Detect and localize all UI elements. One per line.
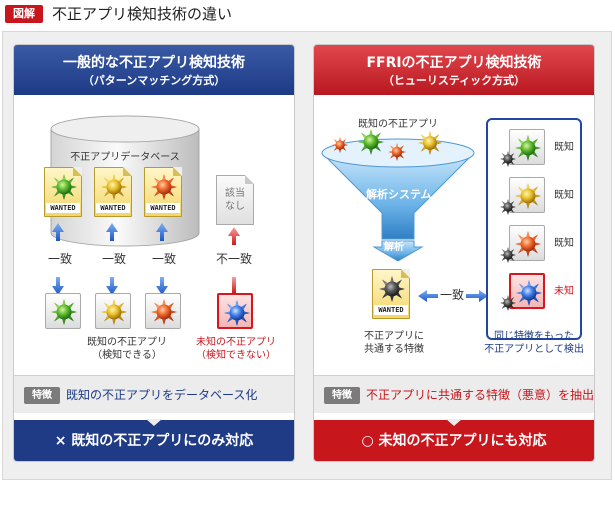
wanted-poster-green: WANTED — [44, 167, 82, 217]
virus-green-icon — [358, 129, 384, 155]
known-app-green — [45, 293, 81, 329]
virus-green-icon — [51, 174, 77, 200]
no-match-text: 該当なし — [225, 188, 245, 212]
right-footer: ○ 未知の不正アプリにも対応 — [314, 419, 594, 461]
feature-tag: 特徴 — [324, 387, 360, 404]
right-panel-subtitle: （ヒューリスティック方式） — [382, 74, 526, 87]
match-label-3: 一致 — [152, 252, 177, 266]
virus-yellow-icon — [101, 174, 127, 200]
known-label-2: 既知 — [554, 190, 574, 201]
virus-orange-icon — [388, 143, 406, 161]
nomatch-label: 不一致 — [216, 252, 253, 266]
unknown-app-blue — [217, 293, 253, 329]
virus-dark-icon — [379, 276, 405, 302]
virus-yellow-icon — [101, 299, 127, 325]
figure-badge: 図解 — [5, 5, 43, 23]
known-label-3: 既知 — [554, 238, 574, 249]
right-match-label: 一致 — [438, 288, 467, 302]
virus-yellow-icon — [418, 131, 442, 155]
known-app-yellow — [95, 293, 131, 329]
virus-dark-icon — [500, 295, 516, 311]
known-app-orange — [145, 293, 181, 329]
no-match-document: 該当なし — [216, 175, 254, 225]
known-apps-label: 既知の不正アプリ — [358, 119, 438, 130]
left-panel-subtitle: （パターンマッチング方式） — [82, 74, 226, 87]
figure-title: 不正アプリ検知技術の違い — [52, 5, 233, 23]
virus-orange-icon — [151, 174, 177, 200]
feature-text: 既知の不正アプリをデータベース化 — [66, 388, 258, 402]
pattern-matching-panel: 一般的な不正アプリ検知技術 （パターンマッチング方式） 不正アプリデータベース … — [13, 44, 295, 462]
wanted-poster-yellow: WANTED — [94, 167, 132, 217]
analysis-label: 解析 — [384, 242, 404, 253]
unknown-caption: 未知の不正アプリ（検知できない） — [196, 337, 276, 361]
heuristic-panel: FFRIの不正アプリ検知技術 （ヒューリスティック方式） 既知の不正アプリ 解析… — [313, 44, 595, 462]
database-label: 不正アプリデータベース — [70, 152, 180, 163]
virus-green-icon — [515, 135, 541, 161]
left-footer: × 既知の不正アプリにのみ対応 — [14, 419, 294, 461]
detect-caption: 同じ特徴をもった不正アプリとして検出 — [484, 331, 584, 355]
left-panel-title: 一般的な不正アプリ検知技術 — [63, 55, 245, 71]
common-trait-poster: WANTED — [372, 269, 410, 319]
left-panel-header: 一般的な不正アプリ検知技術 （パターンマッチング方式） — [14, 45, 294, 95]
virus-orange-icon — [151, 299, 177, 325]
virus-blue-icon — [224, 300, 250, 326]
virus-dark-icon — [500, 247, 516, 263]
virus-blue-icon — [516, 280, 542, 306]
right-panel-title: FFRIの不正アプリ検知技術 — [366, 55, 542, 71]
figure-header: 図解 不正アプリ検知技術の違い — [0, 0, 615, 30]
left-feature-bar: 特徴 既知の不正アプリをデータベース化 — [14, 375, 294, 413]
funnel-label: 解析システム — [366, 188, 432, 201]
wanted-poster-orange: WANTED — [144, 167, 182, 217]
match-label-2: 一致 — [102, 252, 127, 266]
virus-orange-icon — [515, 231, 541, 257]
virus-yellow-icon — [515, 183, 541, 209]
feature-tag: 特徴 — [24, 387, 60, 404]
virus-green-icon — [51, 299, 77, 325]
match-label-1: 一致 — [48, 252, 73, 266]
unknown-label: 未知 — [554, 286, 574, 297]
wanted-label: WANTED — [46, 203, 80, 213]
virus-dark-icon — [500, 199, 516, 215]
right-panel-header: FFRIの不正アプリ検知技術 （ヒューリスティック方式） — [314, 45, 594, 95]
virus-dark-icon — [500, 151, 516, 167]
right-feature-bar: 特徴 不正アプリに共通する特徴（悪意）を抽出 — [314, 375, 594, 413]
known-caption: 既知の不正アプリ（検知できる） — [87, 337, 167, 361]
match-arrows — [52, 223, 240, 295]
feature-text: 不正アプリに共通する特徴（悪意）を抽出 — [366, 388, 595, 402]
virus-orange-icon — [332, 137, 348, 153]
wanted-label: WANTED — [146, 203, 180, 213]
known-label-1: 既知 — [554, 142, 574, 153]
common-trait-caption: 不正アプリに共通する特徴 — [364, 331, 424, 355]
wanted-label: WANTED — [374, 305, 408, 315]
wanted-label: WANTED — [96, 203, 130, 213]
